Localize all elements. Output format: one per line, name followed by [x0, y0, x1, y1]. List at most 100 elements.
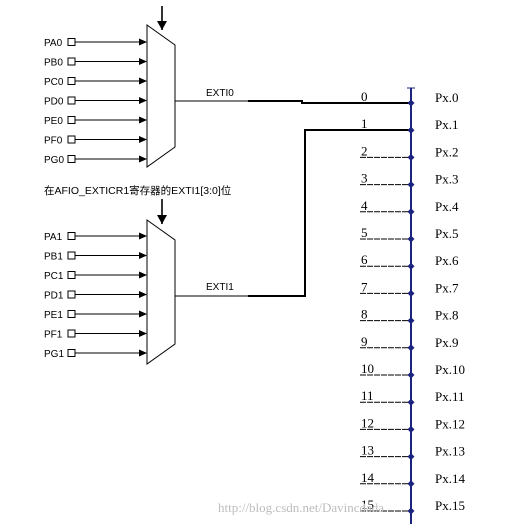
mux-bottom-input-arrowhead	[139, 271, 147, 279]
pin-label: Px.6	[435, 253, 459, 268]
line-index: 1	[361, 116, 368, 131]
mux-top-input-label: PA0	[44, 38, 63, 49]
mux-top-input-label: PD0	[44, 97, 64, 108]
mux-top-input-arrowhead	[139, 97, 147, 104]
pin-label: Px.10	[435, 362, 465, 377]
line-index: 9	[361, 334, 368, 349]
mux-top-input-arrowhead	[139, 155, 147, 163]
exti-line-row: 12 Px.12	[360, 415, 465, 433]
line-index: 6	[361, 252, 368, 267]
mux-bottom-input-pin-box	[67, 329, 76, 338]
exti-line-row: 9 Px.9	[360, 334, 458, 352]
mux-bottom-input-arrowhead	[139, 291, 147, 298]
pin-label: Px.0	[435, 90, 458, 105]
mux-top-input-arrowhead	[139, 77, 147, 85]
pin-label: Px.13	[435, 444, 465, 459]
mux-top-output-label: EXTI0	[206, 88, 234, 99]
exti-line-row: 4 Px.4	[360, 198, 459, 216]
bus-node	[407, 153, 415, 161]
mux-top-input-label: PC0	[44, 77, 64, 88]
line-index: 12	[361, 415, 374, 430]
pin-label: Px.4	[435, 199, 459, 214]
pin-label: Px.14	[435, 471, 465, 486]
mux-top-input-label: PE0	[44, 116, 63, 127]
bus-node	[407, 262, 415, 270]
bus-node	[407, 398, 415, 406]
bus-node	[407, 371, 415, 379]
exti-line-row: 10 Px.10	[360, 361, 465, 379]
mux-top-input-arrowhead	[139, 58, 147, 65]
line-index: 7	[361, 279, 368, 294]
exti-line-row: 13 Px.13	[360, 443, 465, 461]
pin-label: Px.11	[435, 389, 465, 404]
line-index: 10	[361, 361, 374, 376]
bus-node	[407, 507, 415, 515]
register-caption: 在AFIO_EXTICR1寄存器的EXTI1[3:0]位	[44, 184, 232, 197]
line-index: 0	[361, 89, 368, 104]
mux-bottom-input-label: PD1	[44, 291, 64, 302]
pin-label: Px.12	[435, 416, 465, 431]
mux-top-input-label: PB0	[44, 58, 63, 69]
mux-bottom-input-arrowhead	[139, 252, 147, 259]
bus-node	[407, 289, 415, 297]
pin-label: Px.15	[435, 498, 465, 513]
bus-node	[407, 317, 415, 325]
bus-node	[407, 453, 415, 461]
mux-bottom-input-arrowhead	[139, 232, 147, 240]
exti-line-row: 6 Px.6	[360, 252, 459, 270]
mux-bottom-input-label: PF1	[44, 330, 63, 341]
line-index: 5	[361, 225, 368, 240]
mux-top-input-arrowhead	[139, 38, 147, 46]
mux-bottom-input-pin-box	[67, 290, 76, 299]
mux-top-input-pin-box	[67, 77, 76, 85]
mux-bottom-input-label: PC1	[44, 271, 64, 282]
mux-bottom-input-pin-box	[67, 232, 76, 240]
pin-label: Px.8	[435, 308, 458, 323]
mux-top-input-pin-box	[67, 38, 76, 46]
exti-line-row: 7 Px.7	[360, 279, 459, 297]
bus-node	[407, 99, 415, 107]
line-index: 13	[361, 443, 374, 458]
mux-bottom-trapezoid	[146, 219, 176, 365]
mux-top-input-arrowhead	[139, 136, 147, 143]
mux-bottom-input-label: PE1	[44, 310, 63, 321]
select-arrowhead-top	[157, 21, 167, 30]
line-index: 15	[361, 497, 374, 512]
mux-bottom-input-arrowhead	[139, 349, 147, 357]
line-index: 4	[361, 198, 368, 213]
bus-node	[407, 425, 415, 433]
exti-line-row: 15 Px.15	[360, 497, 465, 515]
mux-top-input-pin-box	[67, 57, 76, 66]
mux-bottom-input-label: PA1	[44, 232, 63, 243]
bus-node	[407, 480, 415, 488]
watermark: http://blog.csdn.net/Davincdada	[218, 500, 384, 515]
pin-label: Px.7	[435, 280, 459, 295]
line-index: 2	[361, 143, 368, 158]
mux-bottom-input-arrowhead	[139, 310, 147, 318]
line-index: 8	[361, 307, 368, 322]
exti-line-row: 0 Px.0	[361, 89, 458, 107]
mux-bottom-input-label: PB1	[44, 252, 63, 263]
select-arrowhead-bottom	[157, 215, 167, 224]
mux-top-input-label: PG0	[44, 155, 64, 166]
mux-top-input-label: PF0	[44, 136, 63, 147]
mux-bottom-input-pin-box	[67, 271, 76, 279]
wire-exti1	[248, 129, 410, 297]
mux-top-input-arrowhead	[139, 116, 147, 124]
mux-bottom-input-label: PG1	[44, 349, 64, 360]
exti-line-row: 8 Px.8	[360, 307, 458, 325]
pin-label: Px.9	[435, 335, 458, 350]
mux-top-input-pin-box	[67, 155, 76, 163]
line-index: 3	[361, 171, 368, 186]
bus-node	[407, 235, 415, 243]
